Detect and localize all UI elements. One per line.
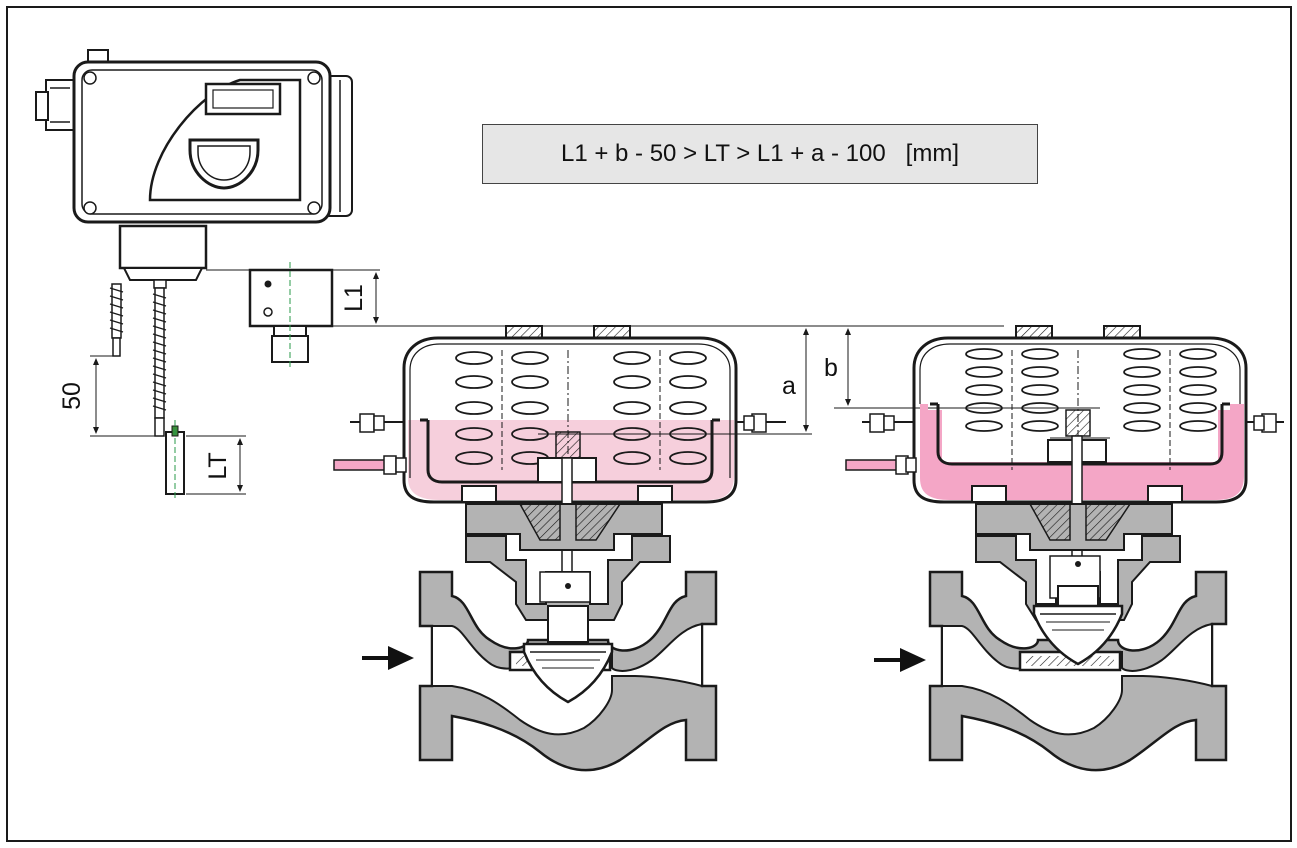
label-lt: LT [204,452,232,479]
label-b: b [824,354,838,382]
dimension-a: a [538,328,812,435]
label-50: 50 [58,382,86,410]
l1-mounting-block: L1 [206,262,380,370]
dimension-50: 50 [58,355,158,437]
arrow-right-icon [874,648,926,672]
label-l1: L1 [340,284,368,312]
control-valve-left [333,325,786,772]
positioner-adapter [118,224,208,289]
positioner-housing [35,49,353,224]
spring-rod [109,283,167,437]
label-a: a [782,372,796,400]
dimension-b: b [824,328,1100,409]
lt-stem-part: LT [165,420,246,500]
installation-formula: L1 + b - 50 > LT > L1 + a - 100 [mm] [482,124,1038,184]
formula-text: L1 + b - 50 > LT > L1 + a - 100 [mm] [560,140,959,167]
control-valve-right [845,325,1284,772]
arrow-right-icon [362,646,414,670]
